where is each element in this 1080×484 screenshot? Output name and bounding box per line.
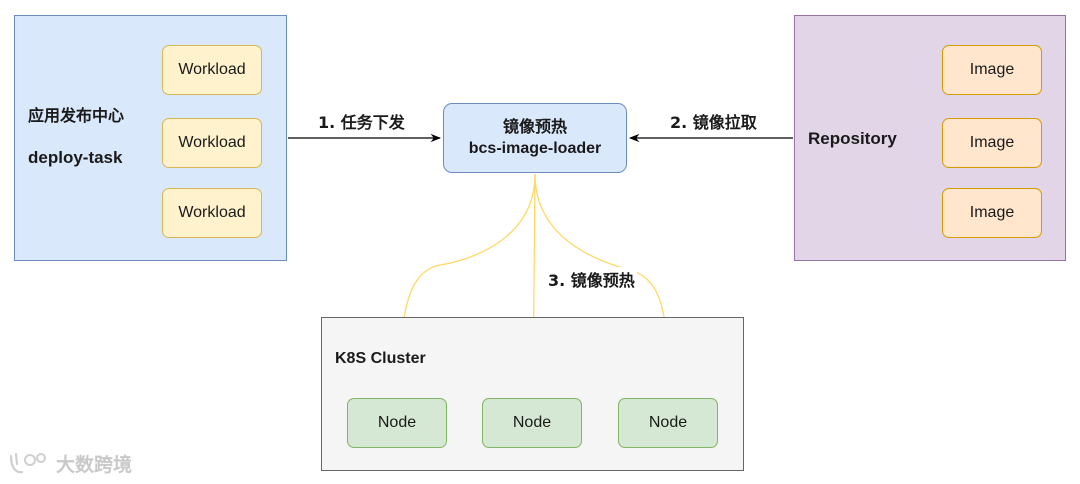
repository-panel: Repository Image Image Image (794, 15, 1066, 261)
node-box: Node (618, 398, 718, 448)
repository-title: Repository (808, 129, 897, 148)
deploy-center-title: 应用发布中心 (28, 106, 125, 125)
edge-label-dispatch: 1. 任务下发 (316, 109, 407, 133)
workload-box: Workload (162, 188, 262, 238)
node-box: Node (482, 398, 582, 448)
image-loader-title-cn: 镜像预热 (502, 117, 567, 136)
workload-box: Workload (162, 118, 262, 168)
k8s-cluster-panel: K8S Cluster Node Node Node (321, 317, 744, 471)
edge-label-preheat: 3. 镜像预热 (546, 267, 637, 291)
watermark: 大数跨境 (8, 448, 132, 478)
deploy-center-panel: 应用发布中心 deploy-task Workload Workload Wor… (14, 15, 287, 261)
image-box: Image (942, 118, 1042, 168)
bigdata-logo-icon (9, 452, 46, 474)
image-loader-title-en: bcs-image-loader (468, 140, 602, 157)
k8s-cluster-title: K8S Cluster (335, 350, 426, 367)
image-box: Image (942, 45, 1042, 95)
watermark-text: 大数跨境 (56, 453, 133, 476)
deploy-task-title: deploy-task (28, 148, 123, 167)
node-box: Node (347, 398, 447, 448)
image-loader-node: 镜像预热 bcs-image-loader (443, 103, 627, 173)
edge-label-pull: 2. 镜像拉取 (668, 109, 759, 133)
image-box: Image (942, 188, 1042, 238)
workload-box: Workload (162, 45, 262, 95)
